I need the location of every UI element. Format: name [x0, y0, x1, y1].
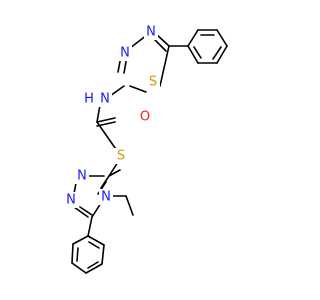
- atom-n-triazole-left: N: [66, 193, 76, 208]
- atom-n-triazole-top: N: [77, 169, 87, 184]
- top-phenyl-ring: [187, 29, 228, 64]
- atom-s-thioether: S: [117, 149, 125, 164]
- molecule-diagram: N N S N H O S N N N: [64, 24, 228, 274]
- structure-drawing: N N S N H O S N N N: [64, 24, 228, 274]
- thiadiazole-ring: [117, 32, 189, 93]
- atom-n-thiadiazole-top: N: [146, 25, 156, 40]
- atom-n-thiadiazole-left: N: [120, 46, 130, 61]
- atom-labels: N N S N H O S N N N: [64, 24, 160, 208]
- bottom-phenyl-ring: [71, 216, 105, 274]
- atom-h-amide: H: [84, 92, 94, 107]
- atom-o-carbonyl: O: [140, 110, 150, 125]
- atom-s-thiadiazole: S: [149, 75, 157, 90]
- atom-n-amide: N: [100, 92, 110, 107]
- atom-n-triazole-ethyl: N: [101, 190, 111, 205]
